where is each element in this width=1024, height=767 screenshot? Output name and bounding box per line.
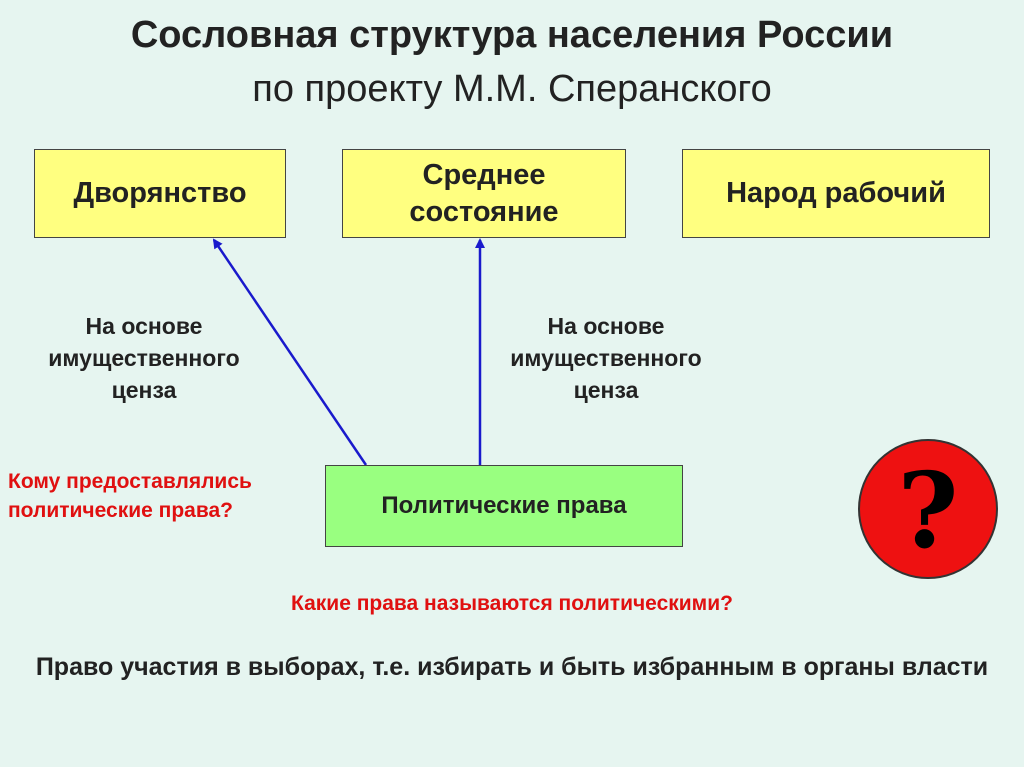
arrow-to-nobility <box>212 238 368 466</box>
estate-working-label: Народ рабочий <box>726 177 946 210</box>
basis-label-left: На основе имущественного ценза <box>48 313 240 404</box>
estate-nobility-label: Дворянство <box>73 177 247 210</box>
estate-middle-label: Среднее состояние <box>409 159 559 228</box>
political-rights-label: Политические права <box>381 492 627 519</box>
political-rights-box: Политические права <box>325 465 683 547</box>
question-mark-circle: ? <box>858 439 998 579</box>
estate-working-box: Народ рабочий <box>682 149 990 238</box>
question-who-text: Кому предоставлялись политические права? <box>8 470 252 523</box>
answer-text: Право участия в выборах, т.е. избирать и… <box>35 653 989 681</box>
question-mark-icon: ? <box>897 449 959 572</box>
basis-label-right: На основе имущественного ценза <box>510 313 702 404</box>
estate-middle-box: Среднее состояние <box>342 149 626 238</box>
estate-nobility-box: Дворянство <box>34 149 286 238</box>
title-line-2: по проекту М.М. Сперанского <box>252 68 772 110</box>
question-what-text: Какие права называются политическими? <box>291 592 733 615</box>
title-line-1: Сословная структура населения России <box>130 14 894 56</box>
